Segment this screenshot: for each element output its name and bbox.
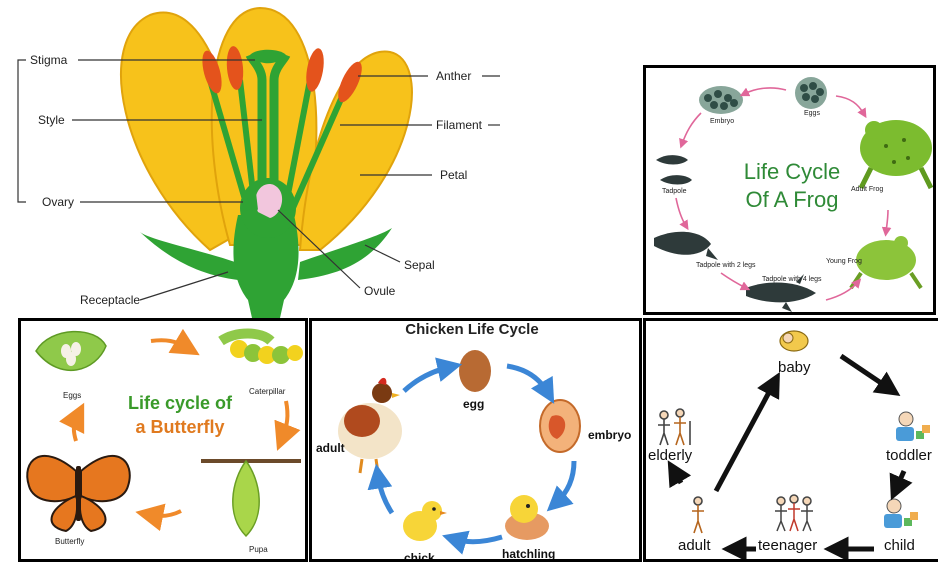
butterfly-title-line2: a Butterfly [115, 415, 245, 439]
frog-title: Life Cycle Of A Frog [732, 158, 852, 214]
chicken-life-cycle: Chicken Life Cycle egg embryo hatchling … [309, 318, 642, 562]
butterfly-illustration [21, 321, 308, 562]
butterfly-label-butterfly: Butterfly [55, 537, 84, 546]
chicken-adult-icon [338, 378, 402, 473]
butterfly-adult-icon [27, 456, 130, 531]
human-elderly-icon [658, 409, 690, 445]
label-sepal: Sepal [404, 258, 435, 272]
butterfly-pupa-icon [201, 461, 301, 536]
butterfly-label-caterpillar: Caterpillar [249, 387, 285, 396]
frog-title-line2: Of A Frog [732, 186, 852, 214]
chicken-egg-icon [459, 350, 491, 392]
human-label-child: child [884, 537, 915, 554]
butterfly-caterpillar-icon [221, 334, 303, 365]
butterfly-label-pupa: Pupa [249, 545, 268, 554]
label-ovule: Ovule [364, 284, 395, 298]
frog-embryo-icon [699, 86, 743, 114]
label-style: Style [38, 113, 65, 127]
label-stigma: Stigma [30, 53, 67, 67]
butterfly-life-cycle: Life cycle of a Butterfly Eggs Caterpill… [18, 318, 308, 562]
butterfly-label-eggs: Eggs [63, 391, 81, 400]
label-anther: Anther [436, 69, 471, 83]
chicken-chick-icon [403, 501, 447, 541]
human-life-cycle: baby toddler child teenager adult elderl… [643, 318, 938, 562]
frog-label-tadpole: Tadpole [662, 188, 687, 195]
chicken-label-egg: egg [463, 397, 484, 411]
label-ovary: Ovary [42, 195, 74, 209]
frog-life-cycle: Life Cycle Of A Frog Eggs Embryo Tadpole… [643, 65, 936, 315]
label-petal: Petal [440, 168, 467, 182]
frog-label-tadpole-4legs: Tadpole with 4 legs [762, 276, 822, 283]
chicken-embryo-icon [540, 400, 580, 452]
frog-title-line1: Life Cycle [732, 158, 852, 186]
chicken-label-embryo: embryo [588, 428, 631, 442]
human-cycle-arrows [674, 356, 904, 549]
human-illustration [646, 321, 938, 562]
flower-diagram: Stigma Style Ovary Receptacle Anther Fil… [0, 0, 520, 318]
human-child-icon [884, 499, 918, 528]
human-toddler-icon [896, 412, 930, 441]
frog-tadpole-icon [656, 155, 692, 184]
human-teenager-icon [775, 495, 813, 531]
chicken-cycle-arrows [378, 366, 574, 542]
frog-label-eggs: Eggs [804, 110, 820, 117]
frog-eggs-icon [795, 77, 827, 109]
human-label-teenager: teenager [758, 537, 817, 554]
chicken-label-hatchling: hatchling [502, 547, 555, 561]
butterfly-eggs-icon [36, 332, 106, 371]
chicken-title: Chicken Life Cycle [382, 321, 562, 338]
flower-illustration [0, 0, 520, 318]
butterfly-title-line1: Life cycle of [115, 391, 245, 415]
frog-label-adult: Adult Frog [851, 186, 883, 193]
butterfly-title: Life cycle of a Butterfly [115, 391, 245, 439]
frog-label-tadpole-2legs: Tadpole with 2 legs [696, 262, 756, 269]
label-receptacle: Receptacle [80, 293, 140, 307]
human-label-elderly: elderly [648, 447, 692, 464]
human-label-adult: adult [678, 537, 711, 554]
chicken-label-chick: chick [404, 551, 435, 562]
human-label-toddler: toddler [886, 447, 932, 464]
human-adult-icon [692, 497, 704, 533]
human-label-baby: baby [778, 359, 811, 376]
frog-adult-icon [860, 120, 932, 188]
chicken-hatchling-icon [505, 495, 549, 540]
frog-label-young: Young Frog [826, 258, 862, 265]
label-bracket [18, 60, 26, 202]
frog-label-embryo: Embryo [710, 118, 734, 125]
chicken-label-adult: adult [316, 441, 345, 455]
human-baby-icon [780, 331, 808, 351]
label-filament: Filament [436, 118, 482, 132]
frog-tadpole-2legs-icon [654, 232, 718, 260]
